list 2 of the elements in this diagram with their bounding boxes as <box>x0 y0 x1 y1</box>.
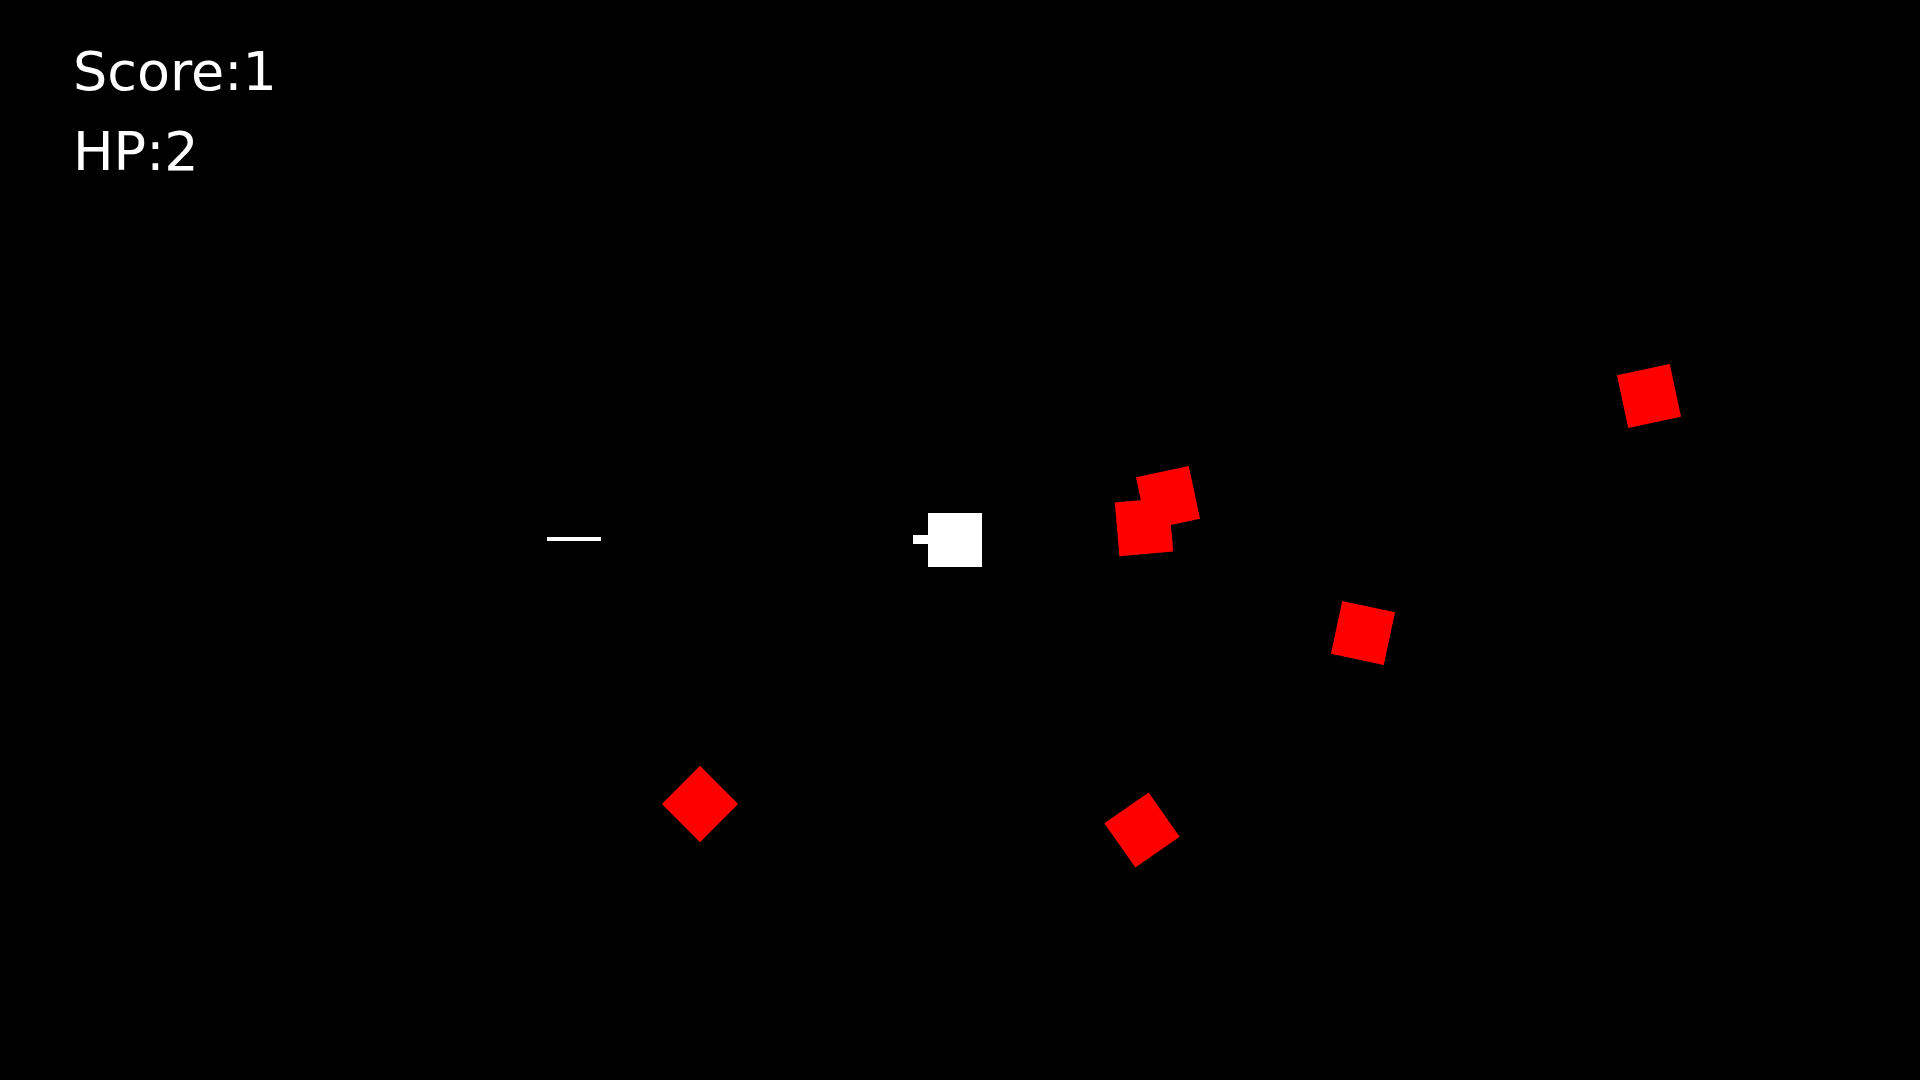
score-counter: Score:1 <box>73 40 277 104</box>
health-counter: HP:2 <box>73 120 199 184</box>
